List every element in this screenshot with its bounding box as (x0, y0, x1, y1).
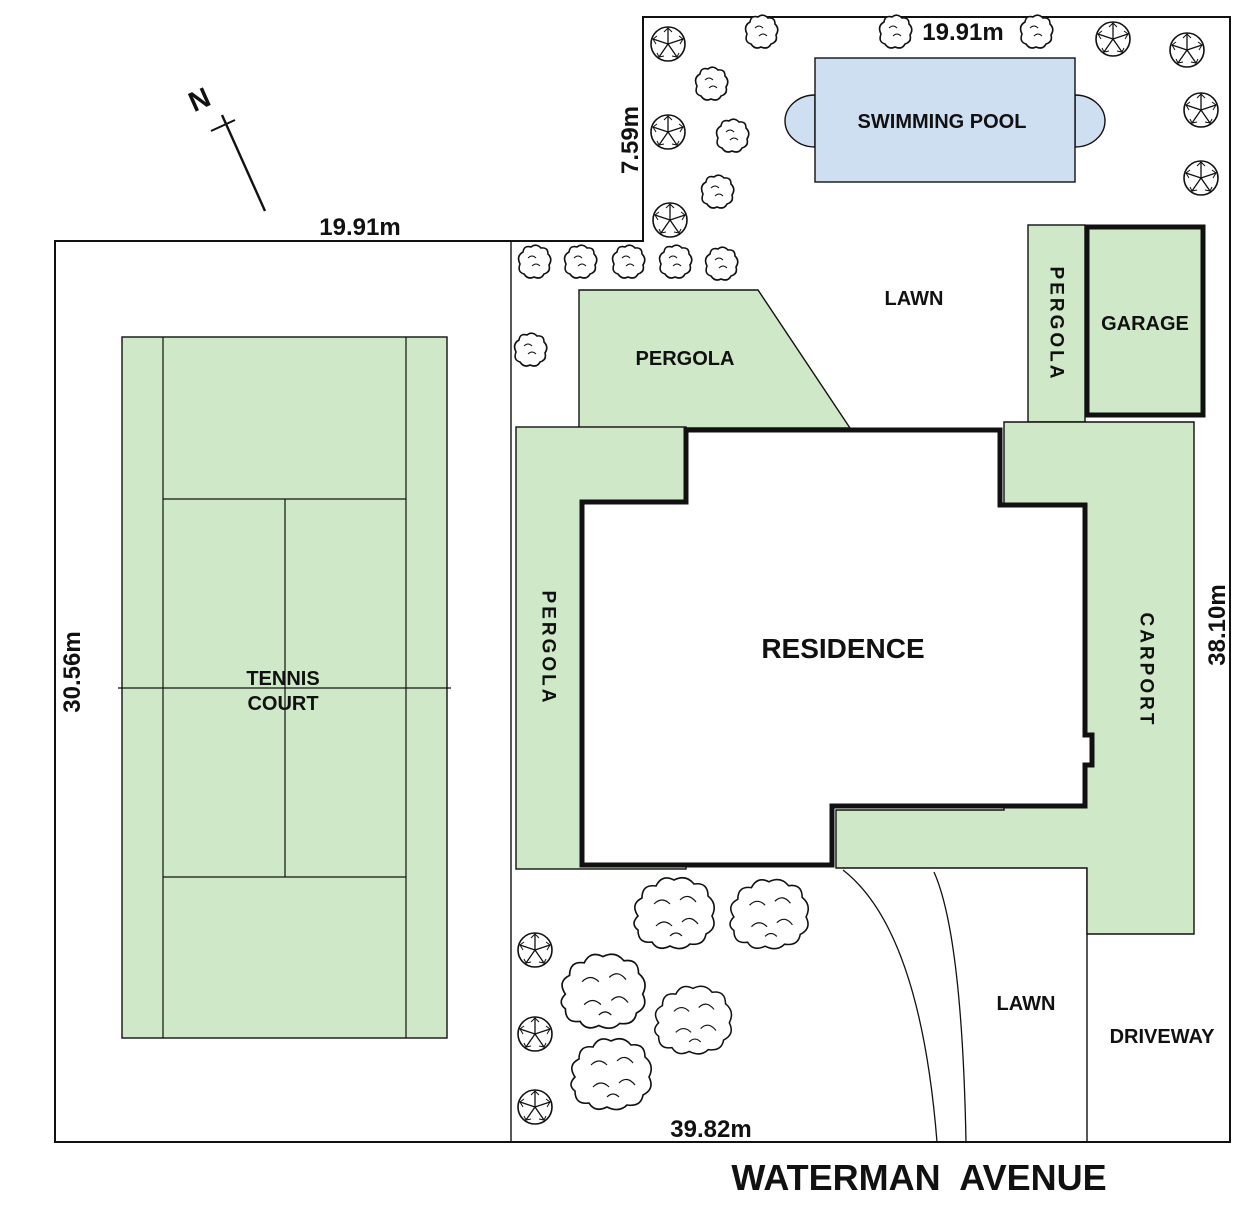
tennis-court-label-line1: TENNIS (246, 668, 319, 690)
tennis-court (118, 336, 451, 1039)
driveway-label: DRIVEWAY (1110, 1026, 1216, 1048)
swimming-pool (784, 57, 1106, 183)
garage (1084, 224, 1206, 418)
carport-label: CARPORT (1136, 613, 1157, 728)
path-curve (933, 871, 967, 1143)
residence-label: RESIDENCE (761, 633, 924, 664)
street-name: WATERMAN AVENUE (731, 1157, 1106, 1198)
path-curve (842, 869, 938, 1143)
lawn-rear-label: LAWN (885, 288, 944, 310)
swimming-pool-label: SWIMMING POOL (858, 111, 1027, 133)
pergola-rear-label: PERGOLA (636, 348, 735, 370)
pergola-garage-label: PERGOLA (1046, 267, 1067, 382)
dimension-top-west: 19.91m (319, 214, 400, 241)
north-arrow-icon: N (184, 81, 267, 212)
dimension-west-side: 30.56m (59, 631, 86, 712)
dimension-top-north: 19.91m (922, 19, 1003, 46)
dimension-street-frontage: 39.82m (670, 1116, 751, 1143)
tennis-court-label-line2: COURT (247, 693, 318, 715)
pergola-side-label: PERGOLA (538, 591, 559, 706)
dimension-east-side: 38.10m (1204, 584, 1231, 665)
residence (579, 427, 1095, 868)
north-label: N (184, 81, 215, 118)
lawn-front-label: LAWN (997, 993, 1056, 1015)
dimension-step: 7.59m (617, 106, 644, 174)
garage-label: GARAGE (1101, 313, 1189, 335)
